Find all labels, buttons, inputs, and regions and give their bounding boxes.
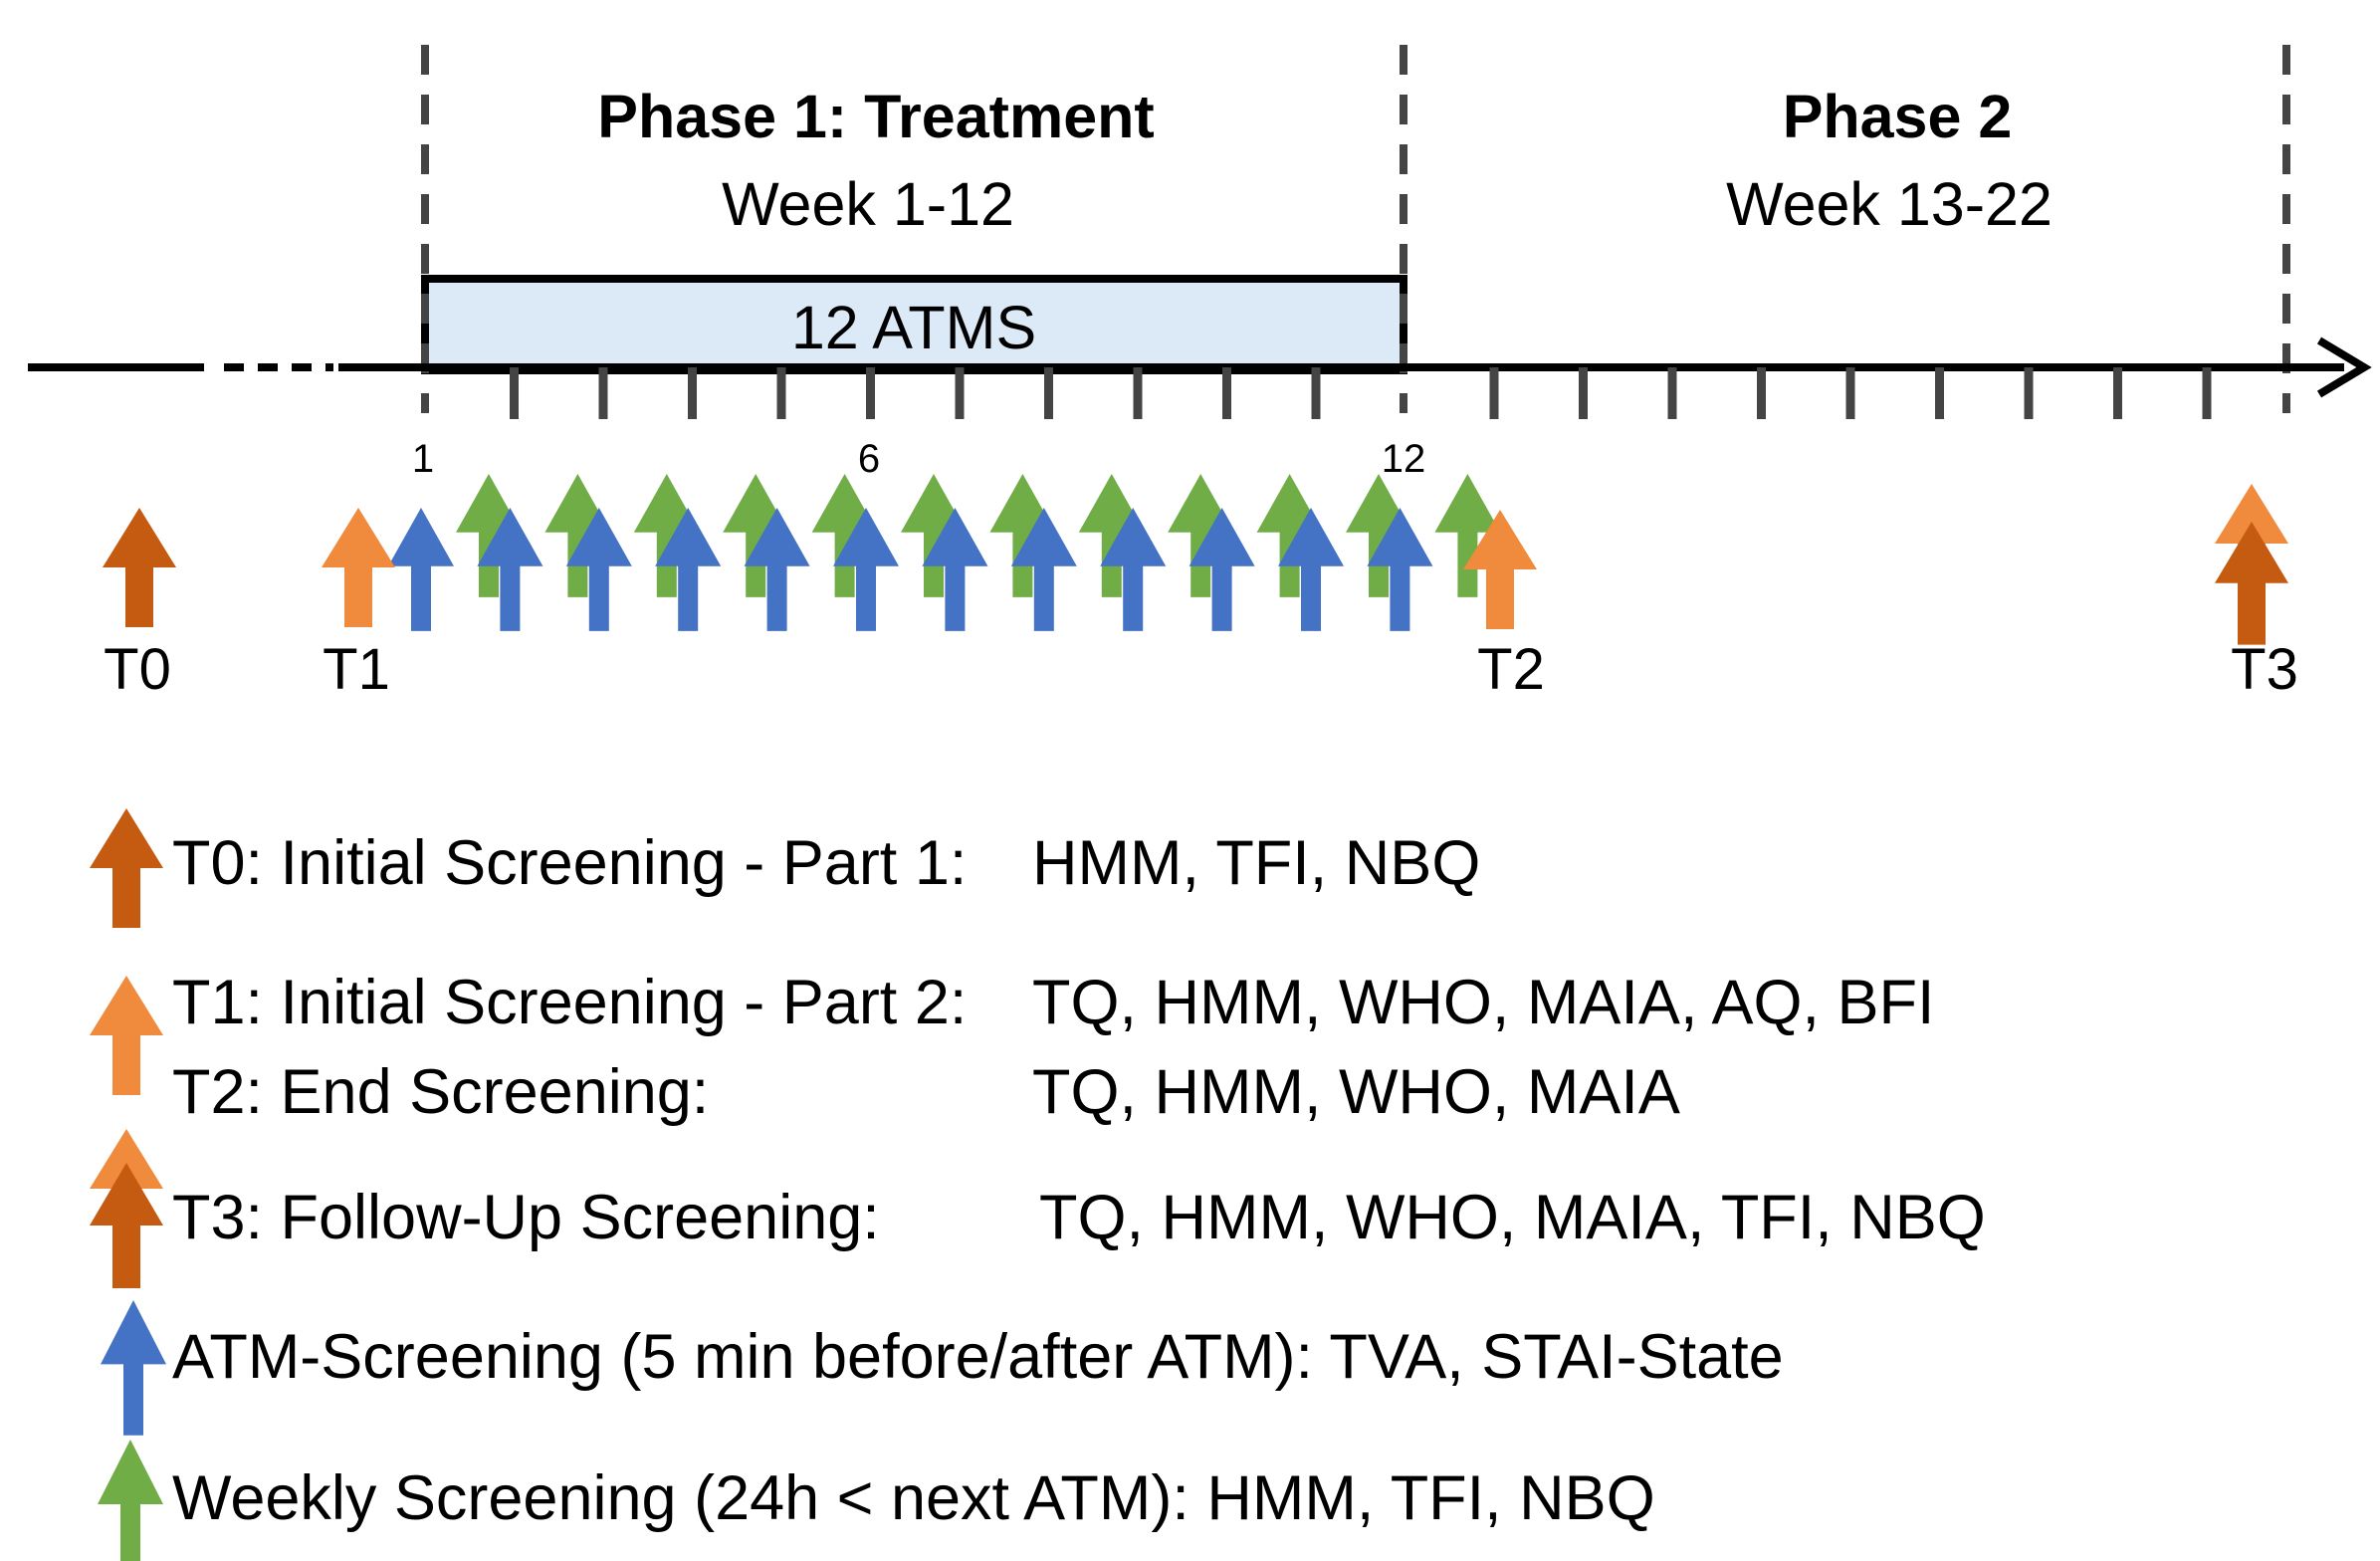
legend: T0: Initial Screening - Part 1: HMM, TFI… (90, 808, 1986, 1561)
tick-label-week-1: 1 (412, 437, 434, 481)
legend-weekly-text: Weekly Screening (24h < next ATM): HMM, … (172, 1463, 1655, 1533)
week-ticks (510, 367, 2212, 419)
legend-weekly-icon (98, 1440, 163, 1561)
legend-atm-icon (101, 1300, 166, 1436)
phase2-weeks: Week 13-22 (1726, 170, 2053, 238)
legend-t3-measures: TQ, HMM, WHO, MAIA, TFI, NBQ (1039, 1183, 1986, 1252)
t1-label: T1 (323, 637, 390, 702)
legend-t0-label: T0: Initial Screening - Part 1: (172, 828, 967, 898)
phase2-title: Phase 2 (1783, 83, 2013, 150)
legend-t0-measures: HMM, TFI, NBQ (1032, 828, 1480, 898)
tick-label-week-6: 6 (858, 437, 880, 481)
tick-label-week-12: 12 (1382, 437, 1426, 481)
legend-t2-measures: TQ, HMM, WHO, MAIA (1032, 1057, 1680, 1127)
t0-arrow (103, 508, 176, 627)
legend-atm-text: ATM-Screening (5 min before/after ATM): … (172, 1322, 1784, 1392)
t1-arrow (322, 508, 395, 627)
atm-screening-arrow (388, 508, 454, 631)
axis-arrowhead (2316, 336, 2372, 398)
legend-t1-t2-icon (90, 976, 163, 1095)
phase1-title: Phase 1: Treatment (597, 83, 1154, 150)
t3-label: T3 (2231, 637, 2298, 702)
legend-t0-icon (90, 808, 163, 928)
legend-t1-label: T1: Initial Screening - Part 2: (172, 968, 967, 1037)
treatment-bar-label: 12 ATMS (791, 294, 1036, 361)
t0-label: T0 (104, 637, 171, 702)
t2-label: T2 (1477, 637, 1545, 702)
legend-t2-label: T2: End Screening: (172, 1057, 709, 1127)
legend-t1-measures: TQ, HMM, WHO, MAIA, AQ, BFI (1032, 968, 1935, 1037)
timeline-axis (28, 336, 2372, 398)
legend-t3-label: T3: Follow-Up Screening: (172, 1183, 880, 1252)
phase1-weeks: Week 1-12 (722, 170, 1014, 238)
